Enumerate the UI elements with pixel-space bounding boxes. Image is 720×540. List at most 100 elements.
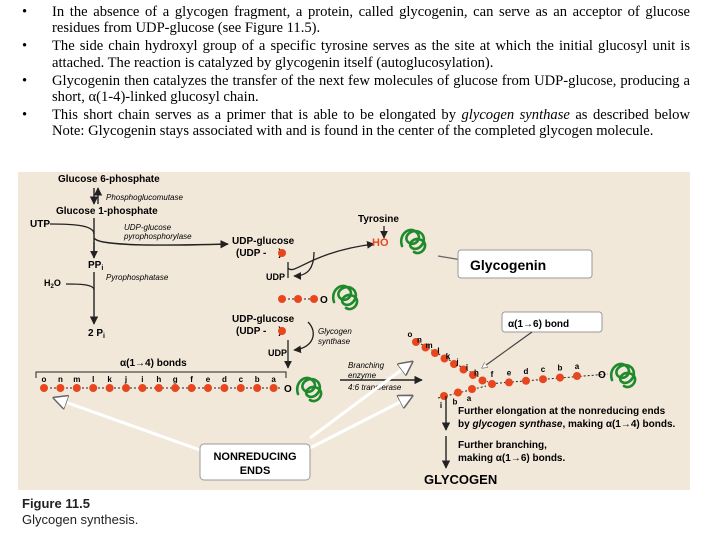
- glucose-dot: [522, 376, 530, 385]
- further-2a: Further branching,: [458, 440, 547, 451]
- residue-letter: a: [271, 375, 276, 384]
- utp-label-1: UTP: [30, 219, 50, 230]
- residue-letter: b: [558, 364, 563, 373]
- bullet-text-em: glycogen synthase: [461, 107, 570, 124]
- glucose-dot: [294, 295, 302, 303]
- udpg-b-label: UDP-glucose: [232, 314, 295, 325]
- residue-letter: i: [141, 375, 143, 384]
- residue-letter: j: [124, 375, 127, 384]
- glucose-dot: [204, 384, 212, 392]
- residue-letter: e: [507, 368, 512, 377]
- glucose-dot: [468, 385, 476, 393]
- glycogenin-coil: [399, 228, 427, 255]
- udpg-b-sub: (UDP -): [236, 326, 282, 337]
- h2o-curve: [65, 283, 95, 291]
- glucose-dot: [440, 392, 448, 400]
- glucose-dot: [278, 295, 286, 303]
- gs-label-1: Glycogen: [318, 327, 352, 336]
- bullet-item: •This short chain serves as a primer tha…: [22, 107, 690, 139]
- residue-letter: n: [417, 336, 422, 345]
- ppi-label: PPi: [88, 260, 103, 272]
- figure-caption: Figure 11.5 Glycogen synthesis.: [22, 496, 138, 527]
- glucose-dot: [431, 349, 439, 357]
- glucose-dot: [40, 384, 48, 392]
- residue-letter: f: [190, 375, 193, 384]
- residue-letter: n: [58, 375, 63, 384]
- gs-label-2: synthase: [318, 337, 351, 346]
- a14-label: α(1→4) bonds: [120, 358, 187, 369]
- residue-letter: j: [455, 358, 458, 367]
- glucose-dot: [556, 373, 564, 382]
- glucose-dot: [440, 354, 449, 363]
- glucose-dot: [236, 384, 245, 392]
- glucose-dot: [573, 372, 581, 380]
- a16-pointer: [482, 331, 533, 368]
- glucose-dot: [171, 384, 180, 392]
- residue-letter: e: [206, 375, 211, 384]
- udpgp-label-1: UDP-glucose: [124, 223, 172, 232]
- residue-letter: b: [255, 375, 260, 384]
- udp-a-label: UDP: [266, 272, 285, 282]
- ho-label: HO: [372, 237, 389, 249]
- chain-o-label: O: [284, 384, 292, 395]
- branched-coil: [609, 362, 637, 389]
- residue-letter: c: [541, 365, 546, 374]
- figure-svg: Glucose 6-phosphate Phosphoglucomutase G…: [30, 174, 676, 487]
- residue-letter: d: [222, 375, 227, 384]
- glucose-dot: [421, 343, 430, 352]
- glycogenin-label: Glycogenin: [470, 257, 546, 273]
- bullet-text-post: as described below Note: Glycogenin stay…: [52, 107, 690, 140]
- udpgp-arrow: [93, 237, 229, 249]
- residue-letter: a: [575, 362, 580, 371]
- residue-letter: l: [92, 375, 94, 384]
- bullet-marker: •: [22, 4, 28, 20]
- twopi-label: 2 Pi: [88, 328, 105, 340]
- udp-b-label: UDP: [268, 348, 287, 358]
- nonreducing-arrow-mid: [309, 396, 412, 450]
- residue-letter: m: [425, 341, 432, 350]
- glycogen-synthesis-figure: Glucose 6-phosphate Phosphoglucomutase G…: [18, 172, 690, 490]
- residue-letter: a: [467, 394, 472, 403]
- glucose-dot: [105, 384, 114, 392]
- glucose-dot: [459, 365, 468, 374]
- figure-number: Figure 11.5: [22, 496, 90, 511]
- residue-letter: k: [107, 375, 112, 384]
- glucose-dot: [220, 384, 229, 392]
- glucose-dot: [505, 378, 513, 387]
- glucose-dot: [278, 249, 286, 257]
- branch-o-label: O: [598, 370, 606, 381]
- residue-letter: k: [446, 352, 451, 361]
- bullet-item: • In the absence of a glycogen fragment, …: [22, 4, 690, 36]
- glucose-dot: [89, 384, 98, 392]
- nonreducing-label-1: NONREDUCING: [213, 451, 296, 463]
- udp-b-arrow: [293, 321, 314, 354]
- glucose-dot: [56, 384, 65, 392]
- glucose-dot: [138, 384, 147, 392]
- glucose-dot: [469, 371, 477, 379]
- udpg-a-label: UDP-glucose: [232, 236, 295, 247]
- bullet-list: • In the absence of a glycogen fragment, …: [22, 4, 690, 142]
- h2o-label: H2O: [44, 278, 61, 290]
- residue-letter: h: [156, 375, 161, 384]
- nonreducing-arrow-left: [54, 398, 201, 452]
- glucose-dot: [278, 327, 286, 335]
- bullet-text: In the absence of a glycogen fragment, a…: [52, 4, 690, 37]
- figure-title: Glycogen synthesis.: [22, 512, 139, 527]
- glycogen-label: GLYCOGEN: [424, 472, 497, 487]
- glucose-dot: [412, 338, 420, 346]
- g6p-label: Glucose 6-phosphate: [58, 174, 160, 185]
- glycogenin-coil: [331, 284, 359, 311]
- a16-label: α(1→6) bond: [508, 319, 569, 330]
- pyroph-label: Pyrophosphatase: [106, 273, 169, 282]
- glucose-dot: [72, 384, 81, 392]
- tyrosine-label: Tyrosine: [358, 214, 399, 225]
- residue-letter: d: [524, 367, 529, 376]
- glucose-dot: [253, 384, 262, 392]
- residue-letter: o: [42, 375, 47, 384]
- udp-a-arrow: [293, 251, 315, 280]
- bullet-text: Glycogenin then catalyzes the transfer o…: [52, 72, 690, 106]
- glucose-dot: [154, 384, 163, 392]
- utp-curve: [49, 223, 95, 235]
